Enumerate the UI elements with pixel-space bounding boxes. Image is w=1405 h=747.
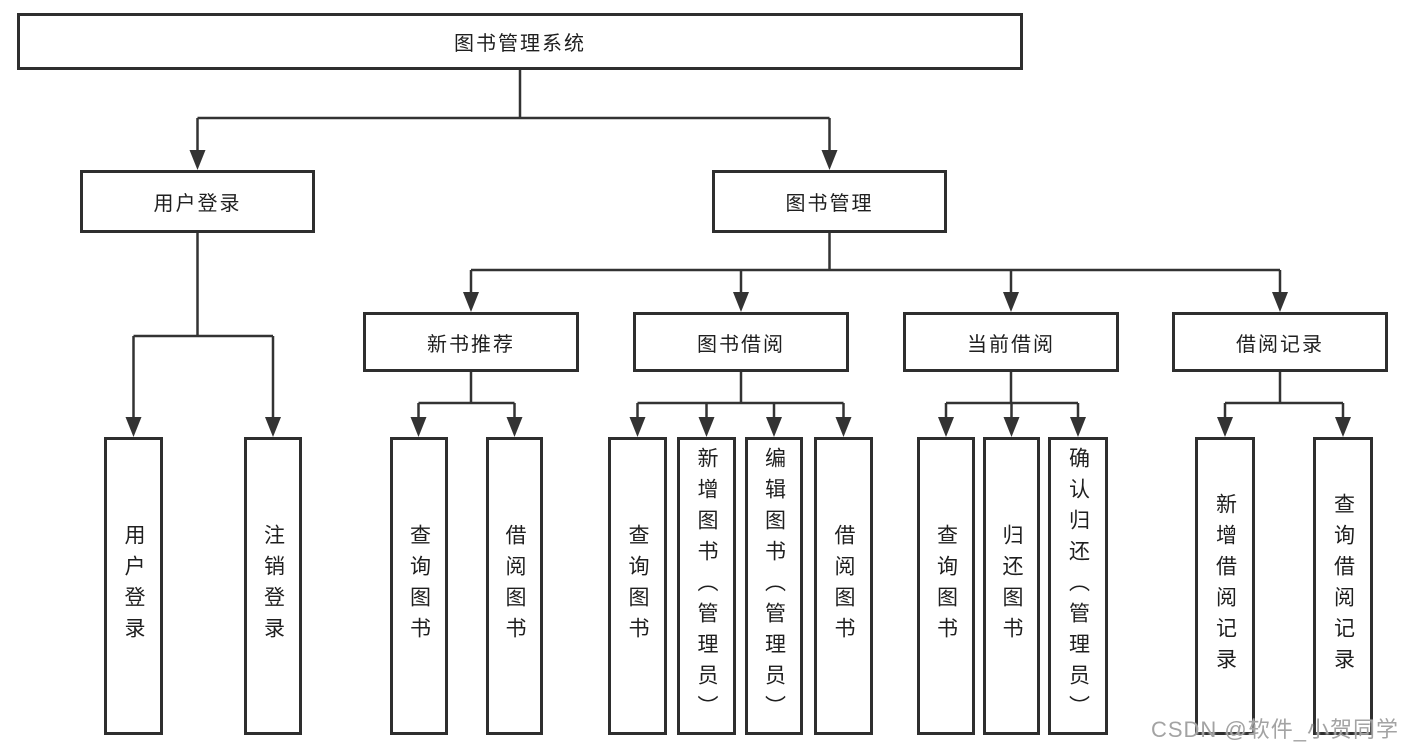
- leaf-borrow-books-recommend: 借阅图书: [486, 437, 543, 735]
- leaf-add-book-admin: 新增图书（管理员）: [677, 437, 736, 735]
- leaf-edit-book-admin: 编辑图书（管理员）: [745, 437, 803, 735]
- node-borrow-records: 借阅记录: [1172, 312, 1388, 372]
- leaf-add-borrow-record: 新增借阅记录: [1195, 437, 1255, 735]
- leaf-user-login: 用户登录: [104, 437, 163, 735]
- csdn-watermark: CSDN @软件_小贺同学: [1150, 717, 1399, 742]
- node-library-management-system: 图书管理系统: [17, 13, 1023, 70]
- leaf-return-book: 归还图书: [983, 437, 1040, 735]
- node-user-login: 用户登录: [80, 170, 315, 233]
- node-book-management: 图书管理: [712, 170, 947, 233]
- node-book-borrowing: 图书借阅: [633, 312, 849, 372]
- leaf-logout: 注销登录: [244, 437, 302, 735]
- leaf-query-books-current: 查询图书: [917, 437, 975, 735]
- leaf-query-books-recommend: 查询图书: [390, 437, 448, 735]
- node-new-book-recommendation: 新书推荐: [363, 312, 579, 372]
- node-current-borrowing: 当前借阅: [903, 312, 1119, 372]
- leaf-query-borrow-record: 查询借阅记录: [1313, 437, 1373, 735]
- leaf-query-books-borrowing: 查询图书: [608, 437, 667, 735]
- leaf-confirm-return-admin: 确认归还（管理员）: [1048, 437, 1108, 735]
- leaf-borrow-book: 借阅图书: [814, 437, 873, 735]
